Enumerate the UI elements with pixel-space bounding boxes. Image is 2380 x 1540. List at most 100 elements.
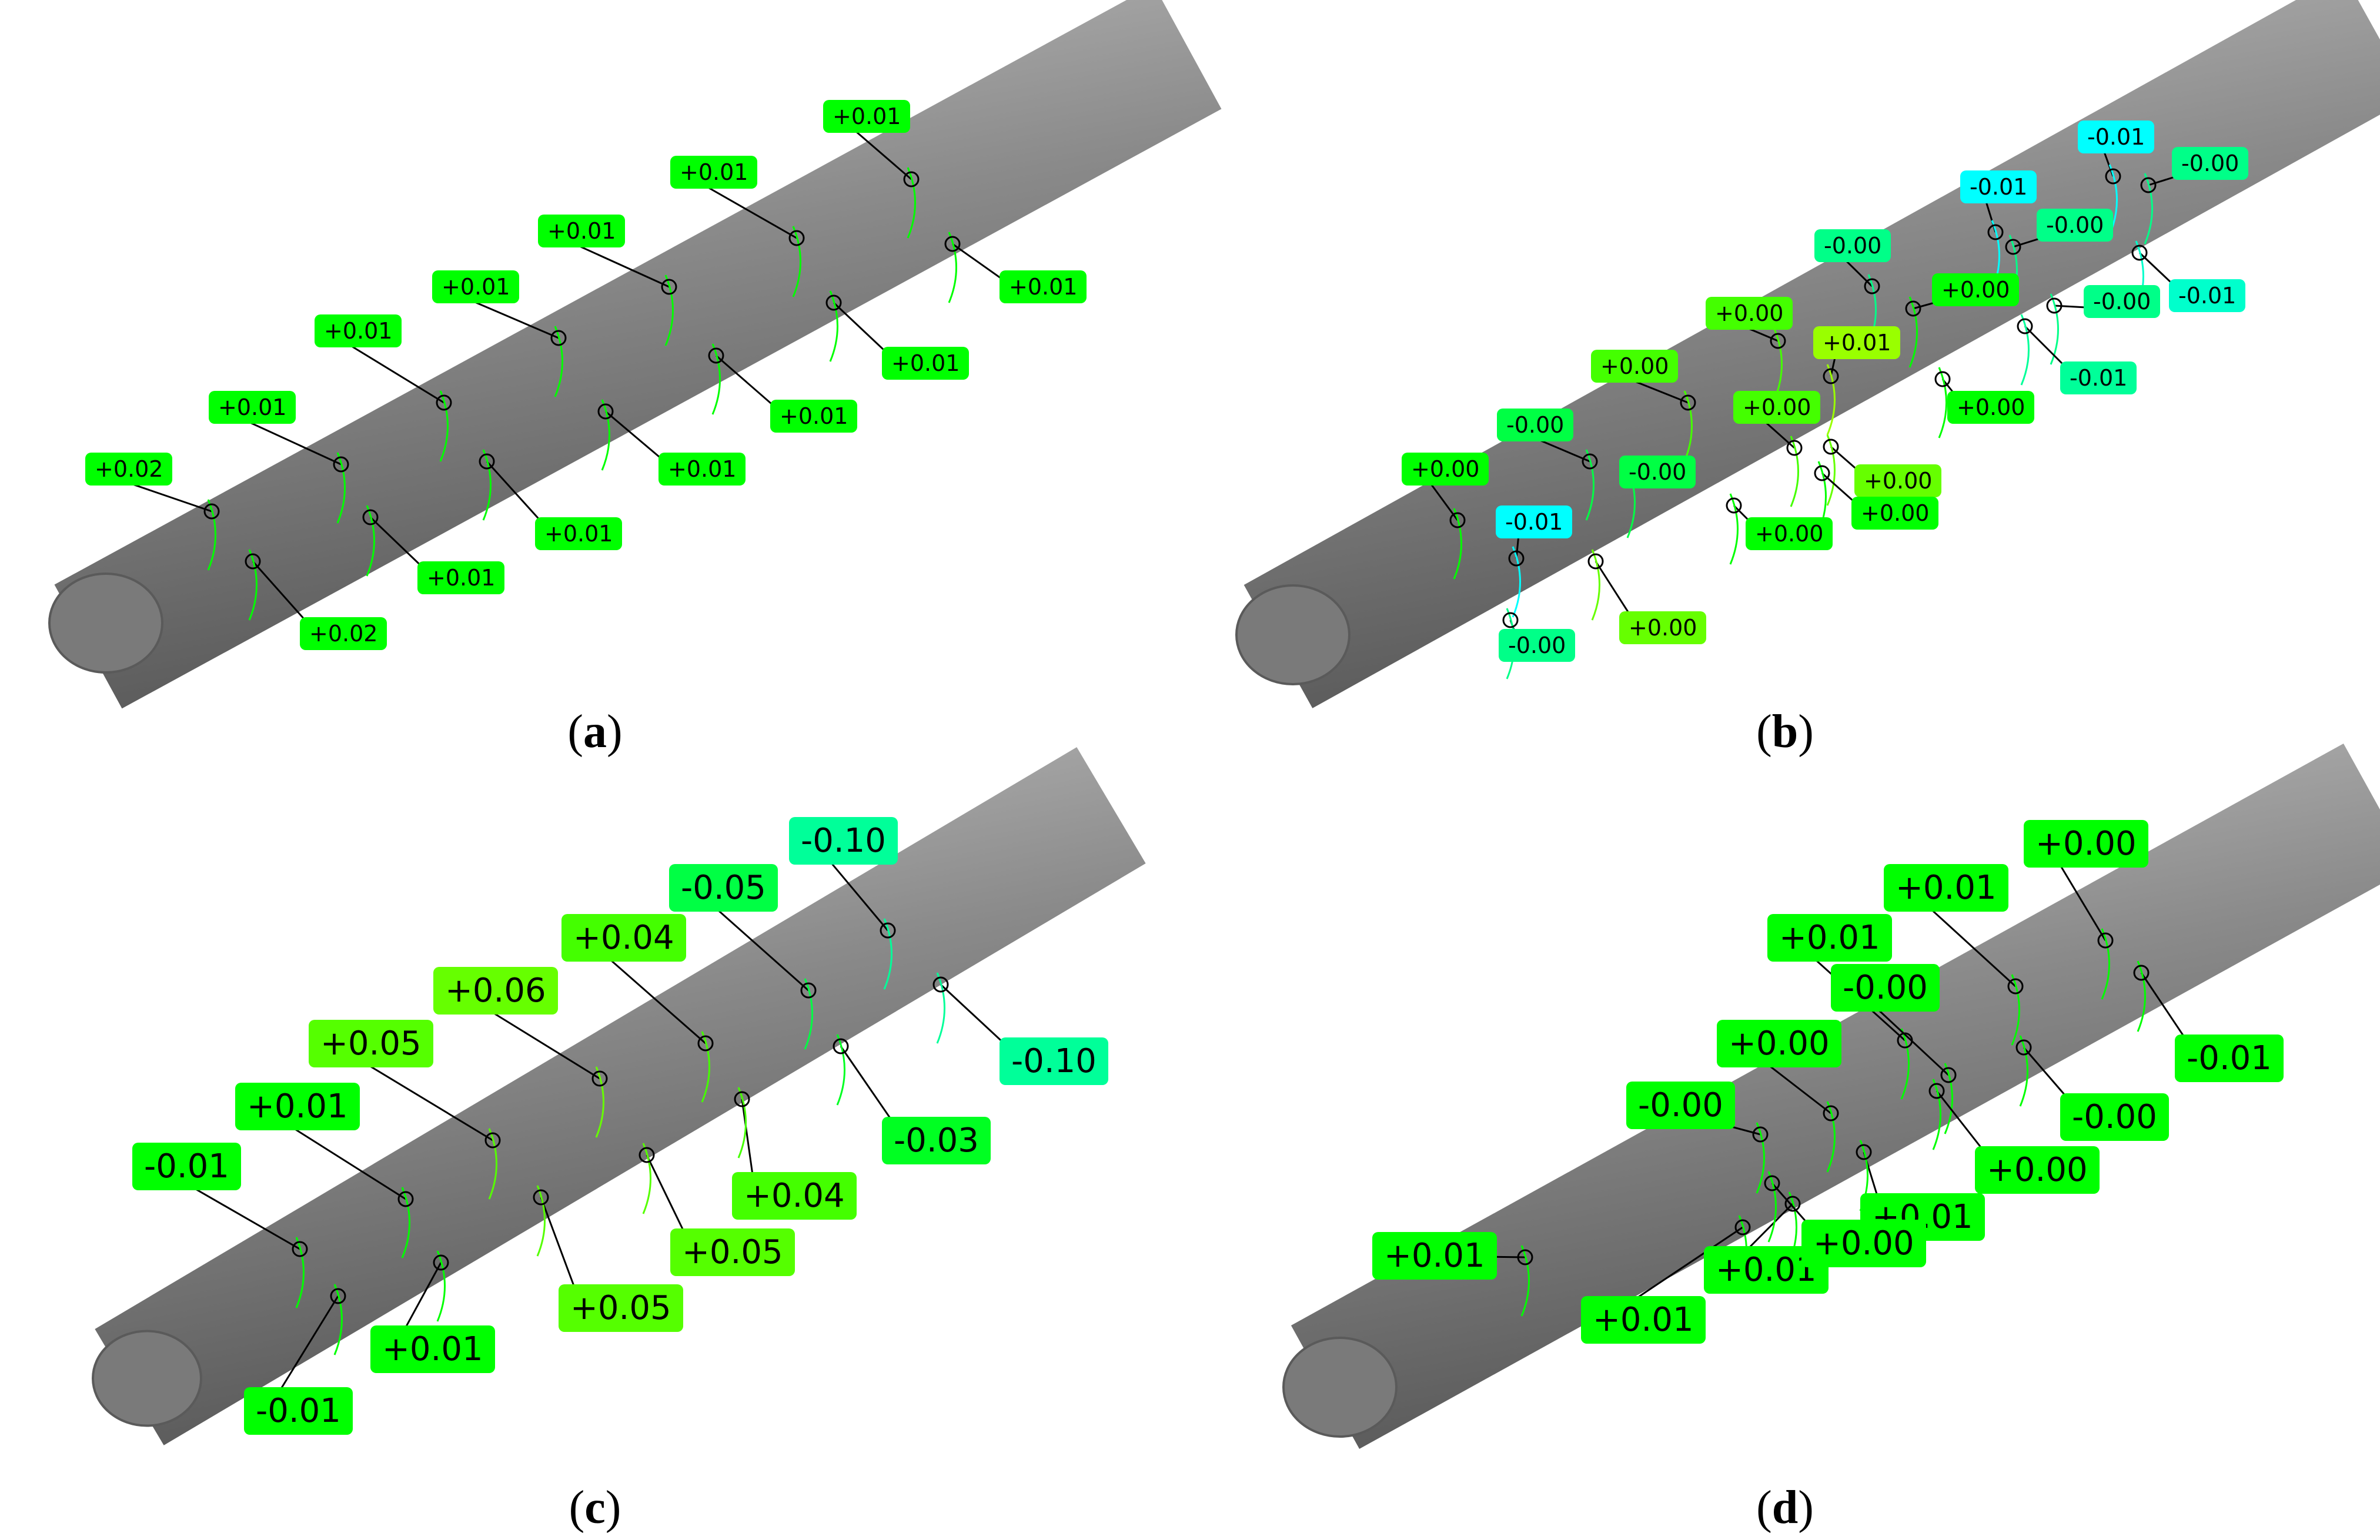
shaft-illustration: [1235, 0, 2380, 708]
section-line: [948, 232, 957, 303]
deviation-label: -0.01: [132, 1143, 241, 1190]
deviation-label: +0.00: [1619, 611, 1707, 644]
section-line: [1826, 364, 1836, 436]
shaft-body: [54, 0, 1222, 709]
panel-c: -0.10-0.05+0.04+0.06+0.05-0.10+0.01-0.03…: [0, 747, 1190, 1540]
measure-point: [1764, 1175, 1780, 1191]
section-line: [1790, 436, 1799, 507]
measure-point: [1823, 438, 1839, 455]
shaft-end-face: [1235, 584, 1351, 685]
measure-point: [1784, 1196, 1801, 1212]
section-line: [554, 326, 563, 397]
deviation-label: +0.04: [732, 1172, 857, 1220]
measure-point: [833, 1038, 849, 1054]
deviation-label: +0.00: [1706, 297, 1793, 330]
deviation-label: +0.01: [882, 347, 970, 380]
measure-point: [903, 171, 920, 188]
measure-point: [2140, 177, 2157, 193]
deviation-label: -0.05: [669, 864, 778, 912]
deviation-label: +0.00: [1591, 350, 1679, 383]
deviation-label: +0.01: [315, 314, 402, 347]
measure-point: [1864, 278, 1880, 294]
section-line: [1826, 1101, 1836, 1173]
section-line: [2019, 1035, 2028, 1107]
deviation-label: +0.00: [1402, 453, 1489, 486]
measure-point: [292, 1241, 308, 1257]
measure-point: [1934, 371, 1951, 387]
deviation-label: -0.00: [1831, 964, 1940, 1012]
deviation-label: +0.01: [209, 391, 296, 424]
measure-point: [245, 553, 261, 570]
section-line: [488, 1128, 497, 1200]
deviation-label: +0.00: [1851, 497, 1939, 530]
section-line: [601, 399, 610, 471]
deviation-label: -0.00: [1814, 229, 1891, 262]
section-line: [2020, 314, 2030, 386]
section-line: [1683, 390, 1693, 462]
measure-point: [479, 453, 495, 470]
deviation-label: +0.01: [1000, 270, 1087, 303]
section-line: [2101, 928, 2110, 1000]
deviation-label: +0.01: [1372, 1232, 1497, 1280]
section-line: [907, 167, 916, 239]
section-line: [1756, 1122, 1765, 1194]
measure-point: [1582, 453, 1598, 470]
measure-point: [734, 1091, 750, 1107]
section-line: [1826, 434, 1836, 506]
measure-point: [825, 294, 842, 311]
deviation-label: +0.01: [1767, 914, 1892, 962]
measure-point: [591, 1070, 608, 1087]
measure-point: [1508, 550, 1525, 567]
section-line: [248, 549, 258, 621]
panel-caption-letter: c: [584, 1482, 606, 1534]
measure-point: [1940, 1067, 1957, 1083]
measure-point: [800, 982, 817, 999]
section-line: [664, 274, 674, 346]
measure-point: [533, 1189, 549, 1206]
measure-point: [1726, 497, 1742, 514]
panel-caption-letter: b: [1771, 706, 1799, 758]
deviation-label: +0.05: [309, 1020, 433, 1067]
measure-point: [597, 403, 614, 420]
deviation-label: -0.00: [2060, 1093, 2169, 1141]
section-line: [1900, 1028, 1910, 1100]
deviation-label: +0.01: [770, 400, 858, 433]
deviation-label: +0.00: [1801, 1220, 1926, 1267]
deviation-label: +0.01: [235, 1083, 360, 1130]
section-line: [2050, 293, 2059, 365]
section-line: [295, 1237, 305, 1308]
measure-point: [880, 922, 896, 939]
deviation-label: +0.01: [1581, 1296, 1706, 1344]
measure-point: [203, 503, 220, 520]
shaft-illustration: [48, 0, 1222, 709]
measure-point: [788, 230, 805, 246]
section-line: [792, 226, 801, 297]
shaft-end-face: [1282, 1337, 1398, 1438]
section-line: [207, 499, 216, 571]
measure-point: [2097, 932, 2114, 949]
deviation-label: -0.01: [2175, 1035, 2284, 1082]
measure-point: [932, 976, 949, 993]
measure-point: [433, 1254, 449, 1271]
deviation-label: +0.01: [370, 1325, 495, 1373]
deviation-label: -0.01: [244, 1387, 353, 1435]
deviation-label: -0.03: [882, 1117, 991, 1164]
deviation-label: +0.01: [535, 517, 623, 550]
panel-b: -0.01-0.00-0.01-0.00-0.00+0.00-0.00-0.01…: [1190, 0, 2380, 770]
deviation-label: -0.00: [1499, 629, 1576, 662]
deviation-label: -0.01: [1496, 505, 1573, 538]
section-line: [1729, 493, 1739, 565]
deviation-label: +0.00: [1717, 1020, 1841, 1067]
measure-point: [1786, 440, 1803, 456]
section-line: [536, 1185, 546, 1257]
shaft-end-face: [92, 1330, 202, 1427]
section-line: [1591, 549, 1600, 621]
deviation-label: +0.01: [538, 215, 626, 247]
deviation-label: +0.02: [300, 617, 387, 650]
deviation-label: +0.06: [433, 967, 558, 1015]
deviation-label: -0.00: [2172, 147, 2249, 180]
measure-point: [1987, 224, 2004, 240]
deviation-label: -0.01: [2078, 120, 2155, 153]
measure-point: [944, 236, 961, 252]
